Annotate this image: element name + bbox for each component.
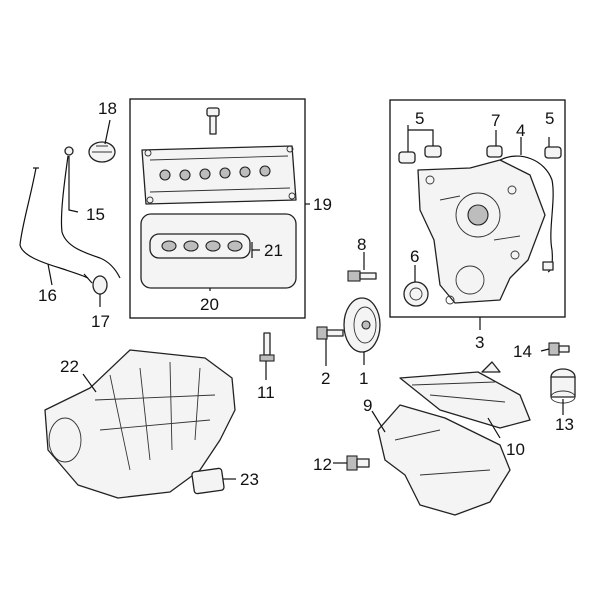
timing-cover-group-frame	[389, 99, 566, 318]
callout-12: 12	[313, 455, 332, 474]
dipstick-part	[60, 146, 121, 279]
callout-7: 7	[491, 111, 500, 130]
callout-20: 20	[200, 295, 219, 314]
callout-22: 22	[60, 357, 79, 376]
callout-5b: 5	[545, 109, 554, 128]
dowel-pin-part	[398, 145, 562, 164]
timing-cover-part	[417, 159, 554, 305]
callout-17: 17	[91, 312, 110, 331]
callout-4: 4	[516, 121, 525, 140]
leader-lines	[47, 119, 564, 480]
callout-10: 10	[506, 440, 525, 459]
callout-3: 3	[475, 333, 484, 352]
callout-1: 1	[359, 369, 368, 388]
dipstick-tube-part	[19, 167, 93, 284]
callout-8: 8	[357, 235, 366, 254]
callout-2: 2	[321, 369, 330, 388]
bolt-8-part	[347, 270, 377, 282]
oil-filter-part	[550, 368, 576, 404]
callout-23: 23	[240, 470, 259, 489]
oil-pan-part	[377, 404, 511, 516]
spark-plug-seal-part	[149, 233, 251, 259]
callout-16: 16	[38, 286, 57, 305]
callout-11: 11	[257, 383, 275, 402]
callout-21: 21	[264, 241, 283, 260]
callout-9: 9	[363, 396, 372, 415]
callout-6: 6	[410, 247, 419, 266]
callout-14: 14	[513, 342, 532, 361]
fitting-part	[548, 342, 570, 356]
oil-filler-cap-part	[88, 141, 116, 163]
valve-cover-part	[141, 107, 297, 205]
callout-18: 18	[98, 99, 117, 118]
valve-cover-group-frame	[129, 98, 306, 319]
callout-13: 13	[555, 415, 574, 434]
manifold-gasket-part	[191, 467, 225, 495]
alignment-pin-part	[486, 145, 503, 158]
callout-15: 15	[86, 205, 105, 224]
o-ring-part	[92, 275, 108, 295]
drain-plug-part	[346, 455, 370, 471]
damper-bolt-part	[316, 326, 344, 340]
windage-tray-part	[399, 361, 531, 429]
front-crankshaft-seal-part	[403, 281, 429, 307]
callout-5a: 5	[415, 109, 424, 128]
callout-19: 19	[313, 195, 332, 214]
bolt-11-part	[259, 332, 275, 362]
crankshaft-pulley-part	[343, 297, 381, 353]
